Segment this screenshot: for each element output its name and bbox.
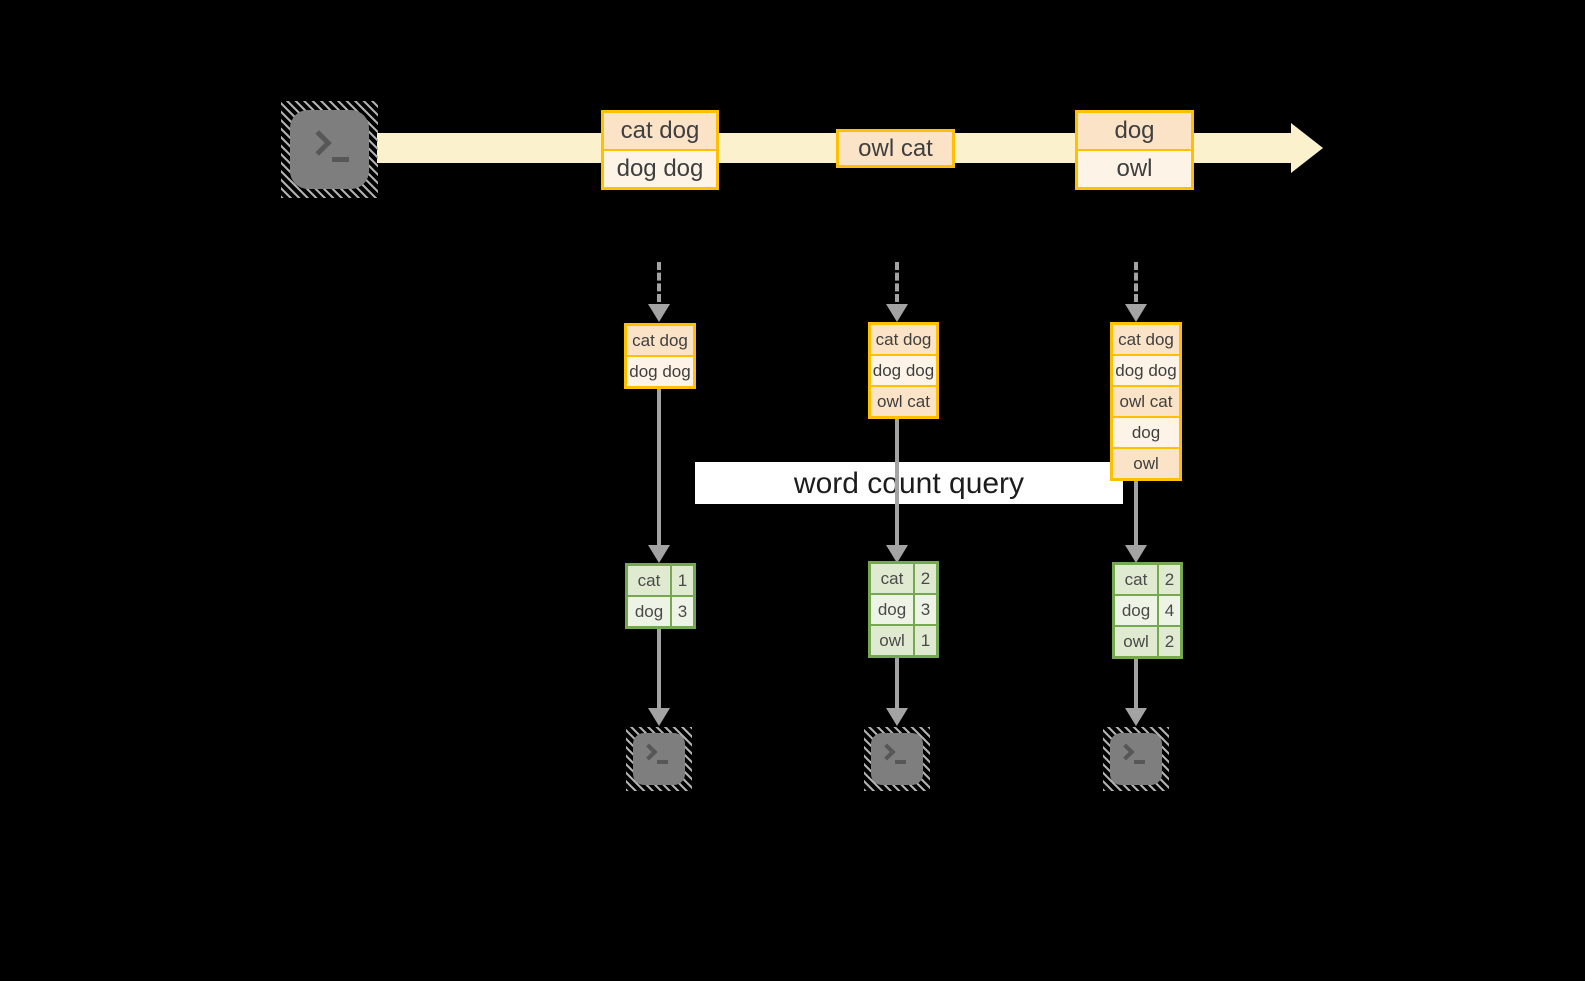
query-arrow-head-icon [648,545,670,563]
word-cell: cat [628,566,670,595]
accumulated-line: cat dog [627,326,693,355]
word-cell: dog [628,597,670,626]
accumulated-batch-1: cat dog dog dog [624,323,696,389]
output-arrow-line [1134,659,1138,708]
output-arrow-head-icon [886,708,908,726]
prompt-underscore-icon [1134,760,1145,764]
count-cell: 1 [915,626,936,655]
stream-batch-3: dog owl [1075,110,1194,190]
stream-batch-2: owl cat [836,129,955,168]
accumulated-line: cat dog [1113,325,1179,354]
prompt-chevron-icon [1117,743,1135,761]
prompt-underscore-icon [657,760,668,764]
prompt-underscore-icon [332,157,349,162]
accumulated-batch-2: cat dog dog dog owl cat [868,322,939,419]
accumulated-line: owl [1113,447,1179,478]
accumulated-line: owl cat [871,385,936,416]
stream-batch-1: cat dog dog dog [601,110,719,190]
word-cell: cat [871,564,913,593]
terminal-body [290,110,369,189]
output-terminal-icon [626,727,692,791]
query-arrow-head-icon [1125,545,1147,563]
prompt-underscore-icon [895,760,906,764]
batch-line: owl [1078,149,1191,187]
word-cell: dog [871,595,913,624]
count-cell: 2 [1159,627,1180,656]
accumulated-line: owl cat [1113,385,1179,416]
terminal-body [871,733,923,785]
count-cell: 3 [672,597,693,626]
output-terminal-icon [864,727,930,791]
output-arrow-head-icon [648,708,670,726]
stream-arrow-head-icon [1291,123,1323,173]
batch-line: owl cat [839,132,952,165]
accumulated-batch-3: cat dog dog dog owl cat dog owl [1110,322,1182,481]
accumulated-line: dog [1113,416,1179,447]
accumulated-line: dog dog [871,354,936,385]
count-cell: 2 [915,564,936,593]
word-cell: owl [871,626,913,655]
batch-line: dog [1078,113,1191,149]
dashed-arrow-line [657,262,661,302]
output-arrow-line [895,658,899,708]
accumulated-line: dog dog [627,355,693,386]
dashed-arrow-head-icon [648,304,670,322]
count-cell: 3 [915,595,936,624]
prompt-chevron-icon [878,743,896,761]
dashed-arrow-line [1134,262,1138,302]
output-arrow-head-icon [1125,708,1147,726]
output-arrow-line [657,629,661,708]
prompt-chevron-icon [306,130,332,156]
query-arrow-head-icon [886,545,908,563]
batch-line: dog dog [604,149,716,187]
count-cell: 1 [672,566,693,595]
word-cell: owl [1115,627,1157,656]
query-arrow-line [657,388,661,545]
terminal-body [633,733,685,785]
count-cell: 2 [1159,565,1180,594]
count-cell: 4 [1159,596,1180,625]
word-cell: dog [1115,596,1157,625]
source-terminal-icon [281,101,378,198]
dashed-arrow-head-icon [886,304,908,322]
word-count-query-label: word count query [695,462,1123,504]
dashed-arrow-head-icon [1125,304,1147,322]
word-count-table-1: cat 1 dog 3 [625,563,696,629]
accumulated-line: dog dog [1113,354,1179,385]
batch-line: cat dog [604,113,716,149]
query-arrow-line [895,419,899,545]
output-terminal-icon [1103,727,1169,791]
prompt-chevron-icon [640,743,658,761]
terminal-body [1110,733,1162,785]
word-count-table-2: cat 2 dog 3 owl 1 [868,561,939,658]
dashed-arrow-line [895,262,899,302]
word-cell: cat [1115,565,1157,594]
query-arrow-line [1134,481,1138,545]
word-count-table-3: cat 2 dog 4 owl 2 [1112,562,1183,659]
accumulated-line: cat dog [871,325,936,354]
